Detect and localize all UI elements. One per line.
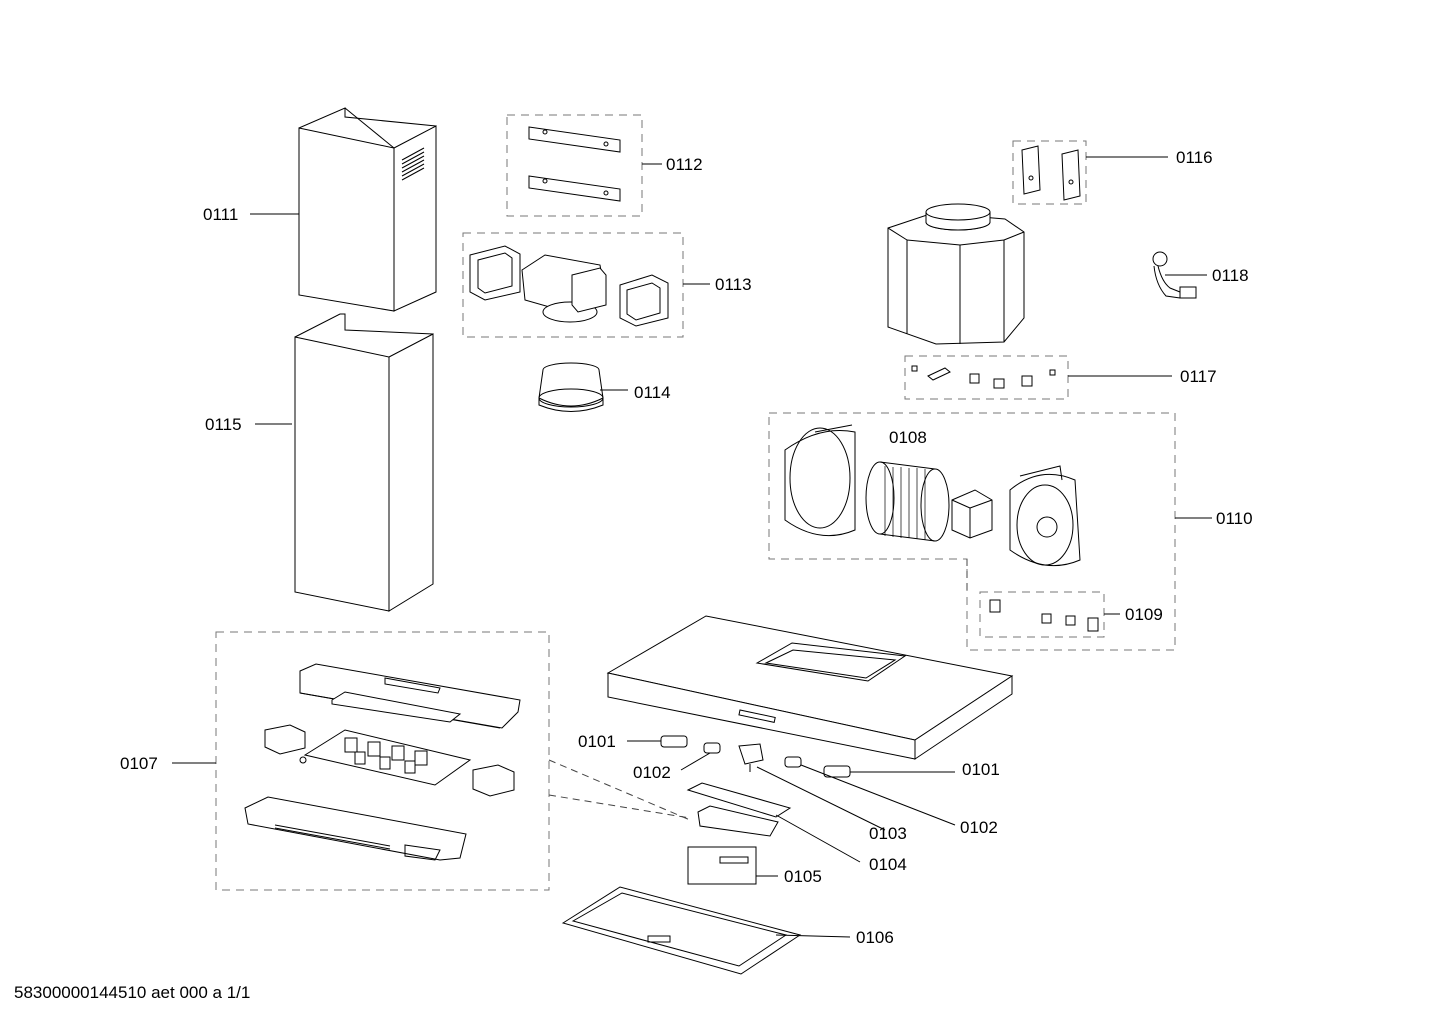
clips-group-box — [904, 355, 1069, 400]
control-strip-part — [686, 782, 792, 837]
label-0118: 0118 — [1212, 266, 1249, 285]
chimney-brackets-part — [528, 126, 621, 202]
label-0102-left: 0102 — [633, 763, 671, 782]
motor-brackets-group-box — [1012, 140, 1087, 205]
brackets-group-box — [506, 114, 643, 217]
label-0109: 0109 — [1125, 605, 1163, 624]
label-0111: 0111 — [203, 205, 238, 224]
label-0117: 0117 — [1180, 367, 1217, 386]
control-panel-part — [687, 846, 757, 885]
knob-shafts-part — [660, 735, 851, 778]
label-0108: 0108 — [889, 428, 927, 447]
label-0110: 0110 — [1216, 509, 1253, 528]
label-0101-right: 0101 — [962, 760, 1000, 779]
knob-bushings-part — [703, 742, 802, 768]
label-0113: 0113 — [715, 275, 752, 294]
label-0102-right: 0102 — [960, 818, 998, 837]
duct-adapters-part — [469, 245, 669, 327]
switch-part — [738, 743, 764, 772]
round-duct-connector-part — [538, 362, 604, 412]
fan-motor-part — [951, 489, 993, 539]
duct-adapters-group-box — [462, 232, 684, 338]
label-0104: 0104 — [869, 855, 907, 874]
drawing-id-footer: 58300000144510 aet 000 a 1/1 — [14, 983, 250, 1002]
electronics-base-part — [244, 796, 467, 861]
hood-canopy-part — [606, 615, 1014, 760]
label-0114: 0114 — [634, 383, 671, 402]
lower-chimney-part — [294, 313, 434, 612]
control-board-part — [264, 724, 515, 797]
fan-impeller-part — [865, 461, 950, 542]
label-0101-left: 0101 — [578, 732, 616, 751]
label-0106: 0106 — [856, 928, 894, 947]
fan-fasteners-part — [989, 599, 1099, 632]
fan-housing-right-part — [1009, 465, 1081, 567]
grease-filter-part — [561, 886, 802, 975]
label-0107: 0107 — [120, 754, 158, 773]
label-0116: 0116 — [1176, 148, 1213, 167]
label-0115: 0115 — [205, 415, 242, 434]
label-0103: 0103 — [869, 824, 907, 843]
connector-dashes — [548, 559, 968, 821]
electronics-group-box — [215, 631, 550, 891]
electronics-cover-part — [299, 663, 521, 729]
leader-lines — [172, 156, 1212, 938]
motor-housing-part — [887, 203, 1025, 345]
motor-brackets-part — [1021, 145, 1081, 201]
small-clips-part — [911, 365, 1056, 389]
fan-assembly-group-box — [768, 412, 1176, 651]
label-0105: 0105 — [784, 867, 822, 886]
upper-chimney-part — [298, 107, 437, 312]
label-0112: 0112 — [666, 155, 703, 174]
fan-housing-left-part — [784, 424, 856, 537]
capacitor-cable-part — [1152, 251, 1197, 299]
